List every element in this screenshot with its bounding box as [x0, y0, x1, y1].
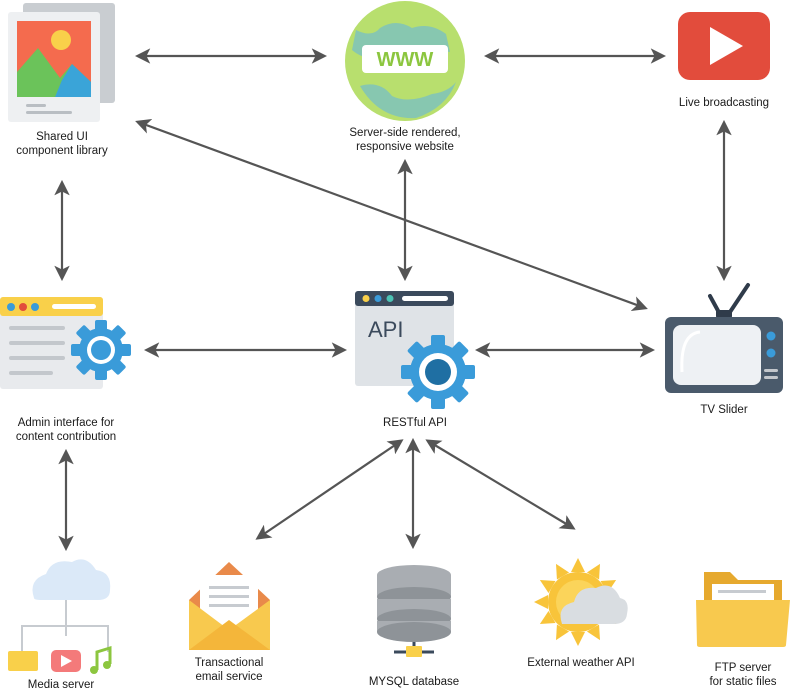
- label-weather: External weather API: [527, 657, 634, 671]
- label-mysql-line1: MYSQL database: [368, 676, 460, 688]
- label-api-line1: RESTful API: [383, 417, 447, 429]
- label-live-line1: Live broadcasting: [678, 97, 770, 109]
- label-website: Server-side rendered, responsive website: [349, 127, 460, 154]
- label-tv: TV Slider: [700, 404, 747, 418]
- label-media: Media server: [28, 679, 94, 693]
- label-ftp: FTP server for static files: [709, 662, 776, 689]
- label-shared-ui-line1: Shared UI: [36, 131, 88, 143]
- link-api-weather: [425, 439, 576, 530]
- connectors: [54, 48, 732, 552]
- www-text: WWW: [377, 49, 434, 71]
- label-weather-line1: External weather API: [527, 657, 635, 669]
- label-media-line1: Media server: [27, 679, 95, 691]
- label-tv-line1: TV Slider: [700, 404, 748, 416]
- cloud-media-icon: [8, 559, 112, 674]
- label-live: Live broadcasting: [679, 97, 769, 111]
- folder-icon: [696, 572, 790, 647]
- link-shared-ui-tv: [135, 119, 648, 311]
- browser-settings-icon: [0, 297, 131, 389]
- database-icon: [377, 565, 451, 657]
- api-settings-icon: API: [355, 291, 475, 409]
- envelope-icon: [189, 562, 270, 650]
- label-ftp-line2: for static files: [709, 675, 777, 688]
- label-website-line1: Server-side rendered,: [349, 127, 461, 139]
- sun-cloud-icon: [534, 558, 628, 646]
- label-email: Transactional email service: [195, 657, 264, 684]
- label-email-line1: Transactional: [194, 657, 264, 669]
- image-gallery-icon: [8, 3, 115, 122]
- label-shared-ui: Shared UI component library: [16, 131, 107, 158]
- label-admin: Admin interface for content contribution: [16, 417, 116, 444]
- label-admin-line2: content contribution: [15, 430, 117, 443]
- label-api: RESTful API: [383, 417, 447, 431]
- label-shared-ui-line2: component library: [16, 144, 108, 157]
- api-gear-icon: [401, 335, 475, 409]
- link-api-email: [255, 439, 404, 540]
- label-admin-line1: Admin interface for: [17, 417, 115, 429]
- label-email-line2: email service: [195, 670, 263, 683]
- tv-icon: [665, 283, 783, 393]
- label-website-line2: responsive website: [356, 140, 454, 153]
- play-button-icon: [678, 12, 770, 80]
- label-mysql: MYSQL database: [369, 676, 459, 690]
- api-badge-text: API: [368, 317, 403, 342]
- label-ftp-line1: FTP server: [714, 662, 772, 674]
- globe-www-icon: WWW: [345, 1, 465, 121]
- admin-gear-icon: [71, 320, 131, 380]
